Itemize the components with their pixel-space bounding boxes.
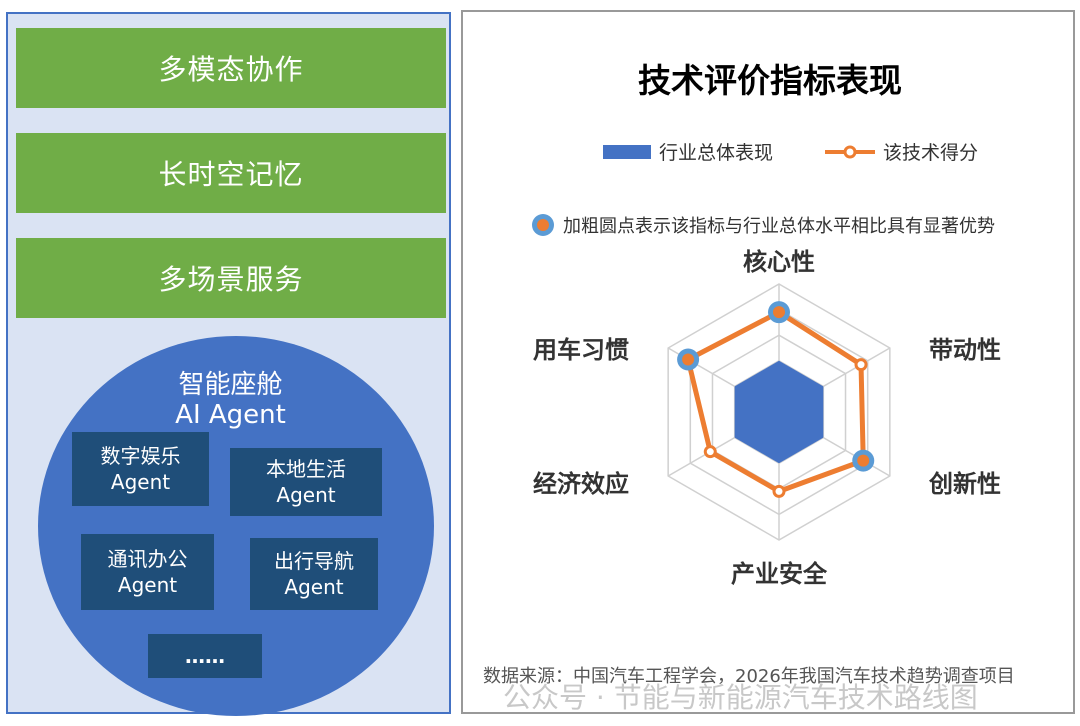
agent-name: 通讯办公: [107, 547, 188, 571]
legend-industry: 行业总体表现: [603, 138, 773, 165]
data-point: [703, 445, 717, 459]
legend-line-marker-icon: [825, 145, 875, 158]
circle-title-line1: 智能座舱: [178, 370, 283, 400]
data-point: [772, 484, 786, 498]
axis-label: 经济效应: [533, 470, 629, 498]
data-point: [773, 306, 785, 319]
agent-name: 数字娱乐: [100, 444, 181, 468]
agent-more: ……: [148, 634, 262, 678]
data-point: [857, 454, 870, 467]
chart-title: 技术评价指标表现: [638, 61, 902, 100]
feature-box-multimodal: 多模态协作: [16, 28, 446, 108]
agent-name: 本地生活: [266, 457, 346, 481]
data-point: [682, 353, 695, 366]
legend-label: 该技术得分: [883, 142, 979, 164]
axis-label: 用车习惯: [533, 336, 629, 364]
agent-label: Agent: [284, 575, 344, 599]
data-source: 数据来源：中国汽车工程学会，2026年我国汽车技术趋势调查项目: [483, 666, 1015, 687]
agent-label: Agent: [110, 470, 171, 494]
highlight-note-text: 加粗圆点表示该指标与行业总体水平相比具有显著优势: [563, 216, 995, 237]
radar-panel: 技术评价指标表现 行业总体表现 该技术得分 加粗圆点表示该指标与行业总体水平相比…: [461, 10, 1075, 714]
highlight-note: 加粗圆点表示该指标与行业总体水平相比具有显著优势: [531, 212, 995, 238]
circle-title-line2: AI Agent: [175, 400, 286, 430]
agent-name: 出行导航: [274, 549, 354, 573]
axis-label: 带动性: [929, 336, 1001, 364]
legend-label: 行业总体表现: [659, 142, 774, 164]
series-area-industry: [734, 360, 824, 464]
feature-box-memory: 长时空记忆: [16, 133, 446, 213]
feature-box-services: 多场景服务: [16, 238, 446, 318]
agent-label: Agent: [117, 573, 178, 597]
axis-label: 核心性: [743, 248, 815, 276]
agent-label: Agent: [276, 483, 336, 507]
data-point: [854, 358, 868, 372]
legend-tech: 该技术得分: [825, 138, 978, 165]
legend-swatch-industry: [603, 144, 651, 159]
axis-label: 创新性: [928, 470, 1001, 498]
watermark: 公众号 · 节能与新能源汽车技术路线图: [503, 681, 978, 714]
axis-label: 产业安全: [731, 560, 828, 588]
highlight-dot-icon: [532, 214, 554, 236]
